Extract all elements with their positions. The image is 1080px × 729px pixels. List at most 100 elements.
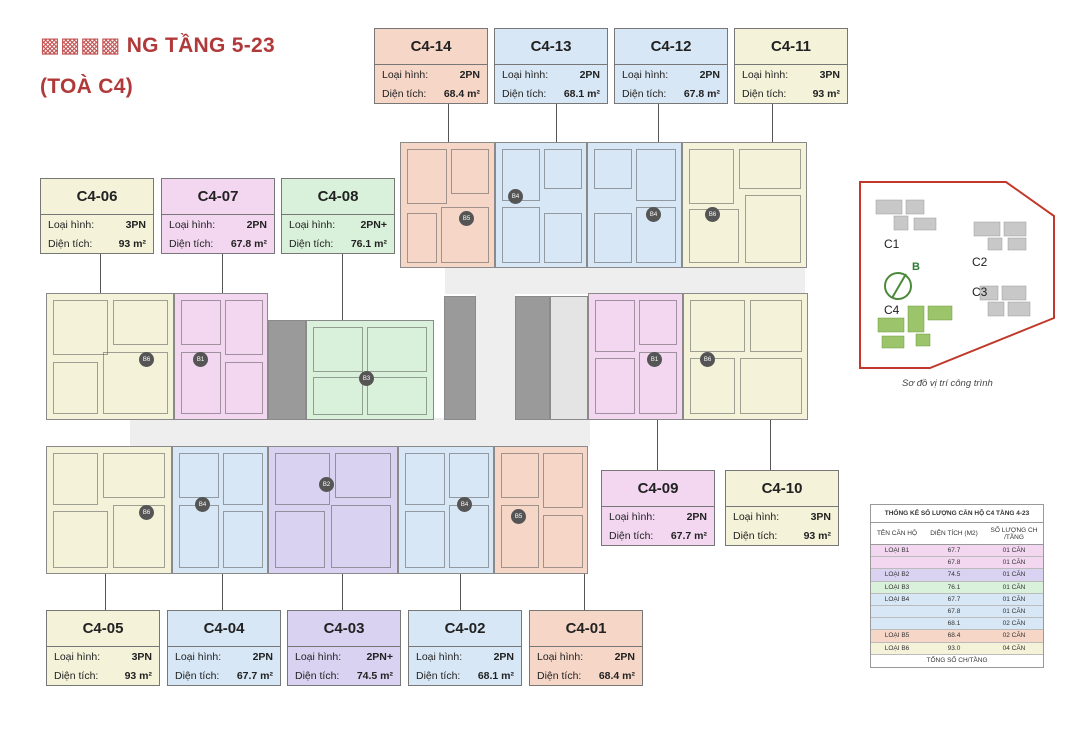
table-cell: 67.8 [947, 608, 961, 616]
unit-card-c4-04: C4-04 Loại hình:2PN Diện tích:67.7 m² [167, 610, 281, 686]
unit-card-title: C4-06 [41, 179, 153, 215]
stats-table-body: LOẠI B1 67.7 01 CĂN 67.8 01 CĂN LOẠI B2 74.5 01… [871, 545, 1043, 655]
plan-unit-c4-07: B1 [174, 293, 268, 420]
plan-tag: B1 [193, 352, 208, 367]
table-cell: 68.1 [947, 620, 961, 628]
stats-table-header: TÊN CĂN HỘ DIỆN TÍCH (M2) SỐ LƯỢNG CH /T… [871, 523, 1043, 545]
leader-line [772, 102, 773, 142]
table-cell: 02 CĂN [1002, 620, 1026, 628]
unit-card-title: C4-07 [162, 179, 274, 215]
plan-unit-c4-03: B2 [268, 446, 398, 574]
unit-card-c4-09: C4-09 Loại hình:2PN Diện tích:67.7 m² [601, 470, 715, 546]
plan-tag: B1 [647, 352, 662, 367]
plan-unit-c4-12: B4 [587, 142, 682, 268]
table-cell: 01 CĂN [1002, 559, 1026, 567]
site-label-c2: C2 [972, 255, 988, 269]
leader-line [222, 253, 223, 293]
building-c4-shape [877, 305, 953, 349]
unit-card-title: C4-03 [288, 611, 400, 647]
table-row: LOẠI B5 68.4 02 CĂN [871, 630, 1043, 643]
plan-tag: B4 [457, 497, 472, 512]
table-cell: 01 CĂN [1002, 547, 1026, 555]
table-cell: LOẠI B1 [884, 547, 910, 555]
table-cell: 01 CĂN [1002, 583, 1026, 591]
unit-card-title: C4-12 [615, 29, 727, 65]
leader-line [342, 574, 343, 610]
compass-needle-icon [891, 273, 907, 299]
plan-tag: B5 [511, 509, 526, 524]
table-row: 67.8 01 CĂN [871, 605, 1043, 619]
leader-line [460, 574, 461, 610]
corridor-main [130, 418, 590, 446]
table-cell: 76.1 [947, 583, 961, 591]
table-row: 68.1 02 CĂN [871, 618, 1043, 631]
table-cell: 74.5 [947, 571, 961, 579]
table-cell: LOẠI B3 [884, 583, 910, 591]
table-row: LOẠI B3 76.1 01 CĂN [871, 581, 1043, 594]
table-cell: 67.7 [947, 547, 961, 555]
page-subtitle: (TOÀ C4) [40, 75, 134, 98]
leader-line [657, 420, 658, 470]
unit-card-title: C4-11 [735, 29, 847, 65]
leader-line [105, 574, 106, 610]
plan-tag: B6 [139, 505, 154, 520]
unit-card-c4-13: C4-13 Loại hình:2PN Diện tích:68.1 m² [494, 28, 608, 104]
plan-tag: B6 [139, 352, 154, 367]
title-prefix-icon: ▩▩▩▩ [40, 34, 127, 57]
unit-card-title: C4-09 [602, 471, 714, 507]
table-cell: 01 CĂN [1002, 571, 1026, 579]
building-c3-shape [979, 285, 1031, 317]
leader-line [100, 253, 101, 293]
compass-label: B [912, 261, 920, 273]
plan-tag: B6 [700, 352, 715, 367]
unit-card-c4-03: C4-03 Loại hình:2PN+ Diện tích:74.5 m² [287, 610, 401, 686]
unit-card-c4-07: C4-07 Loại hình:2PN Diện tích:67.8 m² [161, 178, 275, 254]
site-label-c1: C1 [884, 237, 900, 251]
table-cell: LOẠI B2 [884, 571, 910, 579]
plan-tag: B6 [705, 207, 720, 222]
table-cell: 01 CĂN [1002, 608, 1026, 616]
leader-line [342, 253, 343, 320]
unit-card-title: C4-02 [409, 611, 521, 647]
leader-line [770, 420, 771, 470]
table-cell: 67.8 [947, 559, 961, 567]
table-cell: 02 CĂN [1002, 632, 1026, 640]
plan-unit-c4-06: B6 [46, 293, 174, 420]
unit-card-title: C4-04 [168, 611, 280, 647]
table-cell: LOẠI B4 [884, 595, 910, 603]
page-title: ▩▩▩▩ NG TẦNG 5-23 [40, 33, 275, 58]
site-map: C1 C2 C3 C4 B Sơ đồ vị trí công trình [856, 178, 1060, 389]
site-map-caption: Sơ đồ vị trí công trình [902, 378, 993, 389]
plan-unit-c4-09: B1 [588, 293, 683, 420]
plan-tag: B4 [195, 497, 210, 512]
building-c2-shape [973, 221, 1027, 251]
plan-unit-c4-02: B4 [398, 446, 494, 574]
leader-line [556, 102, 557, 142]
site-label-c4: C4 [884, 303, 900, 317]
plan-unit-c4-13: B4 [495, 142, 587, 268]
table-cell: LOẠI B6 [884, 644, 910, 652]
stats-table-title: THỐNG KÊ SỐ LƯỢNG CĂN HỘ C4 TẦNG 4-23 [871, 505, 1043, 523]
site-label-c3: C3 [972, 285, 988, 299]
unit-card-c4-12: C4-12 Loại hình:2PN Diện tích:67.8 m² [614, 28, 728, 104]
leader-line [584, 574, 585, 610]
unit-card-title: C4-14 [375, 29, 487, 65]
plan-unit-c4-14: B5 [400, 142, 495, 268]
plan-tag: B2 [319, 477, 334, 492]
building-c1-shape [875, 199, 937, 231]
stair-core-left [268, 320, 306, 420]
unit-card-title: C4-05 [47, 611, 159, 647]
unit-card-c4-08: C4-08 Loại hình:2PN+ Diện tích:76.1 m² [281, 178, 395, 254]
leader-line [448, 102, 449, 142]
compass-icon [884, 272, 912, 300]
unit-card-c4-14: C4-14 Loại hình:2PN Diện tích:68.4 m² [374, 28, 488, 104]
leader-line [658, 102, 659, 142]
plan-tag: B5 [459, 211, 474, 226]
table-row: LOẠI B2 74.5 01 CĂN [871, 569, 1043, 582]
table-cell: LOẠI B5 [884, 632, 910, 640]
stats-table-footer: TỔNG SỐ CH/TẦNG [926, 657, 988, 665]
unit-card-c4-06: C4-06 Loại hình:3PN Diện tích:93 m² [40, 178, 154, 254]
table-cell: 68.4 [947, 632, 961, 640]
table-cell: 93.0 [947, 644, 961, 652]
